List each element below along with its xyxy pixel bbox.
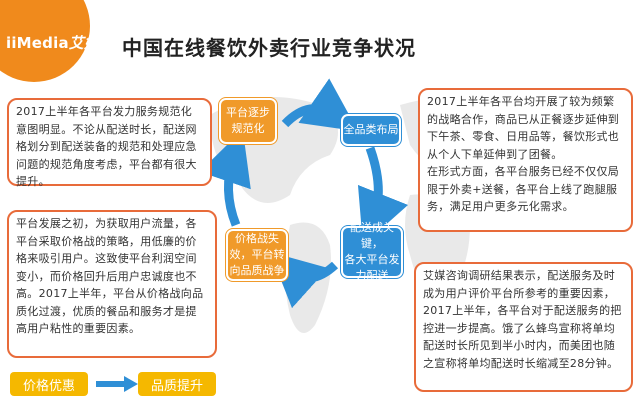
tag-price-benefit: 价格优惠 <box>10 372 88 396</box>
arrow-right-icon <box>96 376 138 392</box>
node-standardization: 平台逐步 规范化 <box>219 98 277 144</box>
arrow-top <box>281 78 359 132</box>
arrow-left <box>199 129 251 227</box>
node-delivery-key: 配送成关键， 各大平台发 力配送 <box>341 221 403 282</box>
box-delivery-detail: 艾媒咨询调研结果表示，配送服务及时成为用户评价平台所参考的重要因素，2017上半… <box>414 262 633 392</box>
tag-quality-improvement: 品质提升 <box>138 372 216 396</box>
arrow-right <box>357 146 409 246</box>
logo-suffix-text: 艾媒 <box>68 34 100 52</box>
box-quality-war-detail: 平台发展之初，为获取用户流量，各平台采取价格战的策略，用低廉的价格来吸引用户。这… <box>7 210 217 358</box>
logo-wordmark: iiMedia艾媒 <box>6 32 99 53</box>
node-full-category: 全品类布局 <box>341 114 401 146</box>
node-quality-war: 价格战失 效，平台转 向品质战争 <box>226 229 288 281</box>
box-full-category-detail: 2017上半年各平台均开展了较为频繁的战略合作，商品已从正餐逐步延伸到下午茶、零… <box>418 88 633 232</box>
logo-main-text: iiMedia <box>6 34 69 52</box>
arrow-bottom <box>269 251 339 309</box>
page-title: 中国在线餐饮外卖行业竞争状况 <box>122 36 416 60</box>
box-standardization-detail: 2017上半年各平台发力服务规范化意图明显。不论从配送时长，配送网格划分到配送装… <box>7 98 212 188</box>
